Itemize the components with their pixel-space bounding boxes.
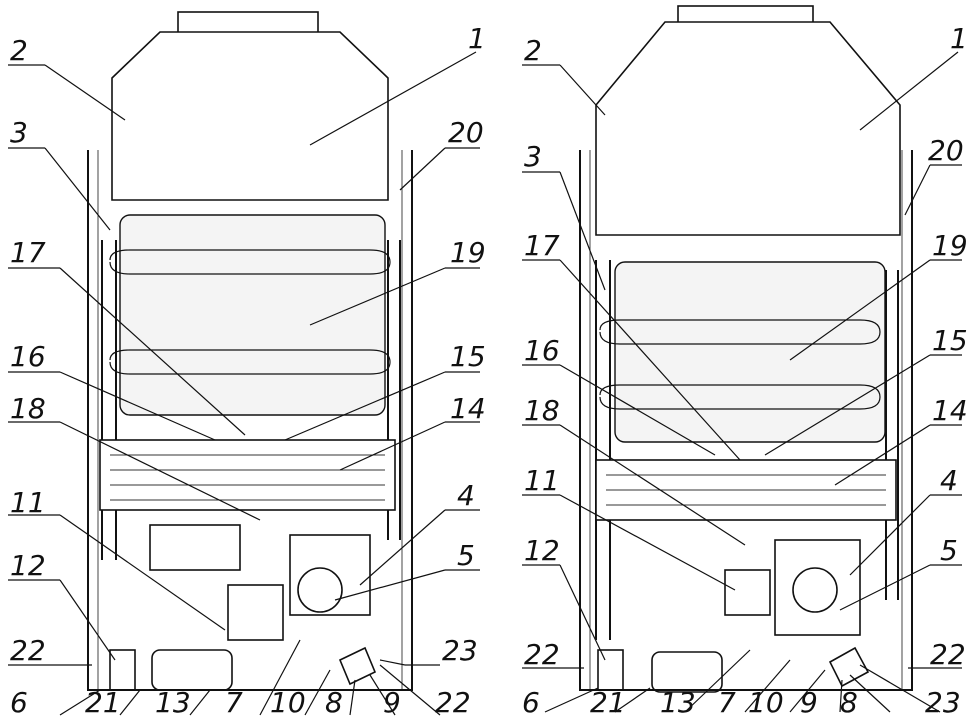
right-callout-17: 17 [524, 229, 560, 262]
right-callout-5: 5 [940, 534, 958, 567]
right-callout-6: 6 [522, 686, 540, 719]
right-callout-10: 10 [748, 686, 784, 719]
right-callout-12: 12 [524, 534, 560, 567]
right-callout-2: 2 [524, 34, 542, 67]
left-ignition-unit [227, 584, 284, 641]
right-callout-14: 14 [932, 394, 968, 427]
left-flue-hood [111, 31, 389, 201]
right-callout-7: 7 [718, 686, 736, 719]
left-callout-23: 23 [442, 634, 478, 667]
right-callout-16: 16 [524, 334, 560, 367]
right-callout-19: 19 [932, 229, 968, 262]
left-callout-17: 17 [10, 236, 46, 269]
right-battery-box [651, 651, 723, 693]
left-callout-8: 8 [325, 686, 343, 719]
left-callout-13: 13 [155, 686, 191, 719]
left-battery-box [151, 649, 233, 691]
left-callout-4: 4 [457, 479, 475, 512]
left-callout-11: 11 [10, 486, 46, 519]
right-callout-3: 3 [524, 140, 542, 173]
left-view [87, 11, 413, 691]
right-callout-20: 20 [928, 134, 964, 167]
right-view [579, 5, 913, 693]
right-callout-11: 11 [524, 464, 560, 497]
right-callout-21: 21 [590, 686, 626, 719]
right-callout-22b: 22 [930, 638, 966, 671]
right-callout-4: 4 [940, 464, 958, 497]
right-heat-exchanger [614, 261, 886, 443]
left-water-inlet [109, 649, 136, 691]
right-callout-1: 1 [950, 22, 968, 55]
right-ignition-unit [724, 569, 771, 616]
right-callout-23: 23 [925, 686, 961, 719]
right-callouts: 1 2 3 4 5 6 7 8 9 10 11 12 13 14 15 16 1… [522, 22, 968, 719]
left-callout-12: 12 [10, 549, 46, 582]
left-callout-15: 15 [450, 340, 486, 373]
right-water-inlet [597, 649, 624, 691]
leader-lines [8, 51, 962, 716]
left-heat-exchanger [119, 214, 386, 416]
right-callout-8: 8 [840, 686, 858, 719]
right-callout-9: 9 [800, 686, 818, 719]
right-flue-hood [595, 21, 901, 236]
left-callout-1: 1 [468, 22, 486, 55]
left-callout-21: 21 [85, 686, 121, 719]
left-callout-5: 5 [457, 539, 475, 572]
left-gas-connector [338, 646, 377, 686]
left-callout-19: 19 [450, 236, 486, 269]
left-callout-3: 3 [10, 116, 28, 149]
left-callout-2: 2 [10, 34, 28, 67]
left-burner [99, 439, 396, 511]
right-callout-13: 13 [660, 686, 696, 719]
left-callout-22: 22 [10, 634, 46, 667]
left-callout-9: 9 [383, 686, 401, 719]
left-callout-20: 20 [448, 116, 484, 149]
left-callout-18: 18 [10, 392, 46, 425]
right-gas-connector [828, 646, 870, 688]
left-callouts: 1 2 3 4 5 6 7 8 9 10 11 12 13 14 15 16 1… [10, 22, 486, 719]
left-callout-16: 16 [10, 340, 46, 373]
left-callout-22b: 22 [435, 686, 471, 719]
left-control-box [149, 524, 241, 571]
left-callout-7: 7 [225, 686, 243, 719]
left-flue-collar [177, 11, 319, 35]
right-callout-15: 15 [932, 324, 968, 357]
right-callout-18: 18 [524, 394, 560, 427]
left-callout-6: 6 [10, 686, 28, 719]
left-callout-10: 10 [270, 686, 306, 719]
right-callout-22: 22 [524, 638, 560, 671]
left-callout-14: 14 [450, 392, 486, 425]
